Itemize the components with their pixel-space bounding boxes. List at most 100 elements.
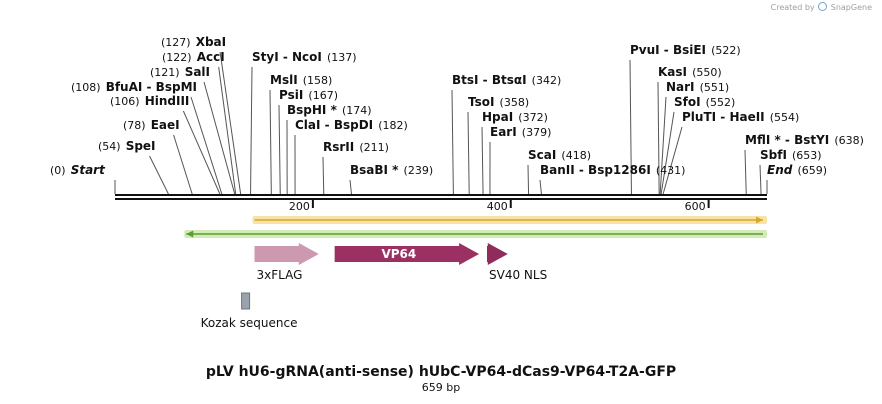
site-label-eaei[interactable]: (78) EaeI xyxy=(123,114,180,133)
tick-label: 600 xyxy=(685,200,706,213)
site-name: BspHI * xyxy=(287,103,338,117)
site-name: BtsI - BtsαI xyxy=(452,73,527,87)
site-position: (122) xyxy=(162,51,192,64)
site-label-msli[interactable]: MslI (158) xyxy=(270,69,332,88)
site-position: (379) xyxy=(522,126,552,139)
site-position: (0) xyxy=(50,164,66,177)
site-leader-styi-ncoi xyxy=(250,66,253,195)
site-position: (54) xyxy=(98,140,121,153)
site-label-hindiii[interactable]: (106) HindIII xyxy=(110,90,189,109)
site-position: (158) xyxy=(303,74,333,87)
site-name: EaeI xyxy=(151,118,180,132)
site-name: NarI xyxy=(666,80,695,94)
site-name: End xyxy=(767,163,793,177)
site-label-sali[interactable]: (121) SalI xyxy=(150,61,210,80)
site-leader-nari xyxy=(659,96,667,195)
site-leader-acci xyxy=(218,66,237,195)
site-name: SpeI xyxy=(126,139,156,153)
site-name: KasI xyxy=(658,65,687,79)
site-position: (342) xyxy=(532,74,562,87)
site-label-pvui-bsiei[interactable]: PvuI - BsiEI (522) xyxy=(630,39,741,58)
site-label-pluti-haeii[interactable]: PluTI - HaeII (554) xyxy=(682,106,799,125)
strand-ranges xyxy=(184,216,768,238)
site-leader-kasi xyxy=(657,81,660,195)
site-name: MslI xyxy=(270,73,298,87)
site-position: (659) xyxy=(797,164,827,177)
site-label-eari[interactable]: EarI (379) xyxy=(490,121,551,140)
site-position: (137) xyxy=(327,51,357,64)
site-name: HindIII xyxy=(145,94,190,108)
site-position: (211) xyxy=(359,141,389,154)
site-label-sbfi[interactable]: SbfI (653) xyxy=(760,144,822,163)
site-label-btsi-bts-i[interactable]: BtsI - BtsαI (342) xyxy=(452,69,561,88)
site-position: (121) xyxy=(150,66,180,79)
site-leader-spei xyxy=(149,155,169,195)
site-position: (522) xyxy=(711,44,741,57)
site-position: (239) xyxy=(404,164,434,177)
feature-label-kozak-sequence: Kozak sequence xyxy=(201,316,298,330)
site-leader-sali xyxy=(203,81,236,195)
site-label-sfoi[interactable]: SfoI (552) xyxy=(674,91,735,110)
site-lines-group xyxy=(114,51,768,195)
site-label-spei[interactable]: (54) SpeI xyxy=(98,135,156,154)
feature-arrow-3xflag[interactable] xyxy=(254,243,319,265)
site-position: (106) xyxy=(110,95,140,108)
site-position: (358) xyxy=(500,96,530,109)
site-name: SbfI xyxy=(760,148,787,162)
site-label-mfli-bstyi[interactable]: MflI * - BstYI (638) xyxy=(745,129,864,148)
site-label-kasi[interactable]: KasI (550) xyxy=(658,61,722,80)
site-label-bfuai-bspmi[interactable]: (108) BfuAI - BspMI xyxy=(71,76,197,95)
site-label-banii-bsp1286i[interactable]: BanII - Bsp1286I (431) xyxy=(540,159,685,178)
site-leader-rsrii xyxy=(322,156,325,195)
site-name: SalI xyxy=(185,65,210,79)
feature-label-vp64: VP64 xyxy=(381,247,416,261)
site-leader-sbfi xyxy=(759,164,762,195)
site-label-tsoi[interactable]: TsoI (358) xyxy=(468,91,529,110)
site-leader-msli xyxy=(269,89,272,195)
site-position: (554) xyxy=(770,111,800,124)
feature-arrow-sv40-nls[interactable] xyxy=(487,243,508,265)
site-name: AccI xyxy=(197,50,225,64)
site-leader-hpai xyxy=(481,126,484,195)
site-label-xbai[interactable]: (127) XbaI xyxy=(161,31,226,50)
site-labels-group: (0) Start (54) SpeI (78) EaeI (106) HindIII… xyxy=(50,31,864,178)
site-label-rsrii[interactable]: RsrII (211) xyxy=(323,136,389,155)
feature-arrow-vp64[interactable] xyxy=(334,243,480,265)
feature-label-sv40-nls: SV40 NLS xyxy=(489,268,547,282)
snapgene-credit: Created by SnapGene xyxy=(771,2,872,12)
feature-box-kozak-sequence[interactable] xyxy=(241,292,251,310)
site-label-psii[interactable]: PsiI (167) xyxy=(279,84,338,103)
site-label-bsphi[interactable]: BspHI * (174) xyxy=(287,99,372,118)
site-label-scai[interactable]: ScaI (418) xyxy=(528,144,591,163)
plasmid-title: pLV hU6-gRNA(anti-sense) hUbC-VP64-dCas9… xyxy=(205,364,677,380)
site-label-nari[interactable]: NarI (551) xyxy=(666,76,729,95)
site-leader-sfoi xyxy=(660,111,675,195)
site-label-acci[interactable]: (122) AccI xyxy=(162,46,225,65)
site-name: PsiI xyxy=(279,88,303,102)
site-position: (108) xyxy=(71,81,101,94)
site-name: TsoI xyxy=(468,95,494,109)
forward-strand-range-arrowhead xyxy=(756,216,763,224)
site-label-hpai[interactable]: HpaI (372) xyxy=(482,106,548,125)
site-name: PluTI - HaeII xyxy=(682,110,765,124)
site-label-start[interactable]: (0) Start xyxy=(50,159,106,178)
site-position: (418) xyxy=(561,149,591,162)
site-position: (550) xyxy=(692,66,722,79)
site-label-clai-bspdi[interactable]: ClaI - BspDI (182) xyxy=(295,114,408,133)
site-name: HpaI xyxy=(482,110,513,124)
site-name: EarI xyxy=(490,125,517,139)
snapgene-logo-icon xyxy=(818,2,828,11)
dna-backbone xyxy=(115,194,767,200)
site-leader-banii-bsp1286i xyxy=(539,179,542,195)
site-label-bsabi[interactable]: BsaBI * (239) xyxy=(350,159,433,178)
site-leader-btsi-bts-i xyxy=(451,89,454,195)
site-leader-pluti-haeii xyxy=(662,126,683,195)
site-label-end[interactable]: End (659) xyxy=(767,159,827,178)
site-label-styi-ncoi[interactable]: StyI - NcoI (137) xyxy=(252,46,357,65)
site-leader-hindiii xyxy=(182,110,221,195)
site-name: PvuI - BsiEI xyxy=(630,43,706,57)
site-position: (638) xyxy=(834,134,864,147)
